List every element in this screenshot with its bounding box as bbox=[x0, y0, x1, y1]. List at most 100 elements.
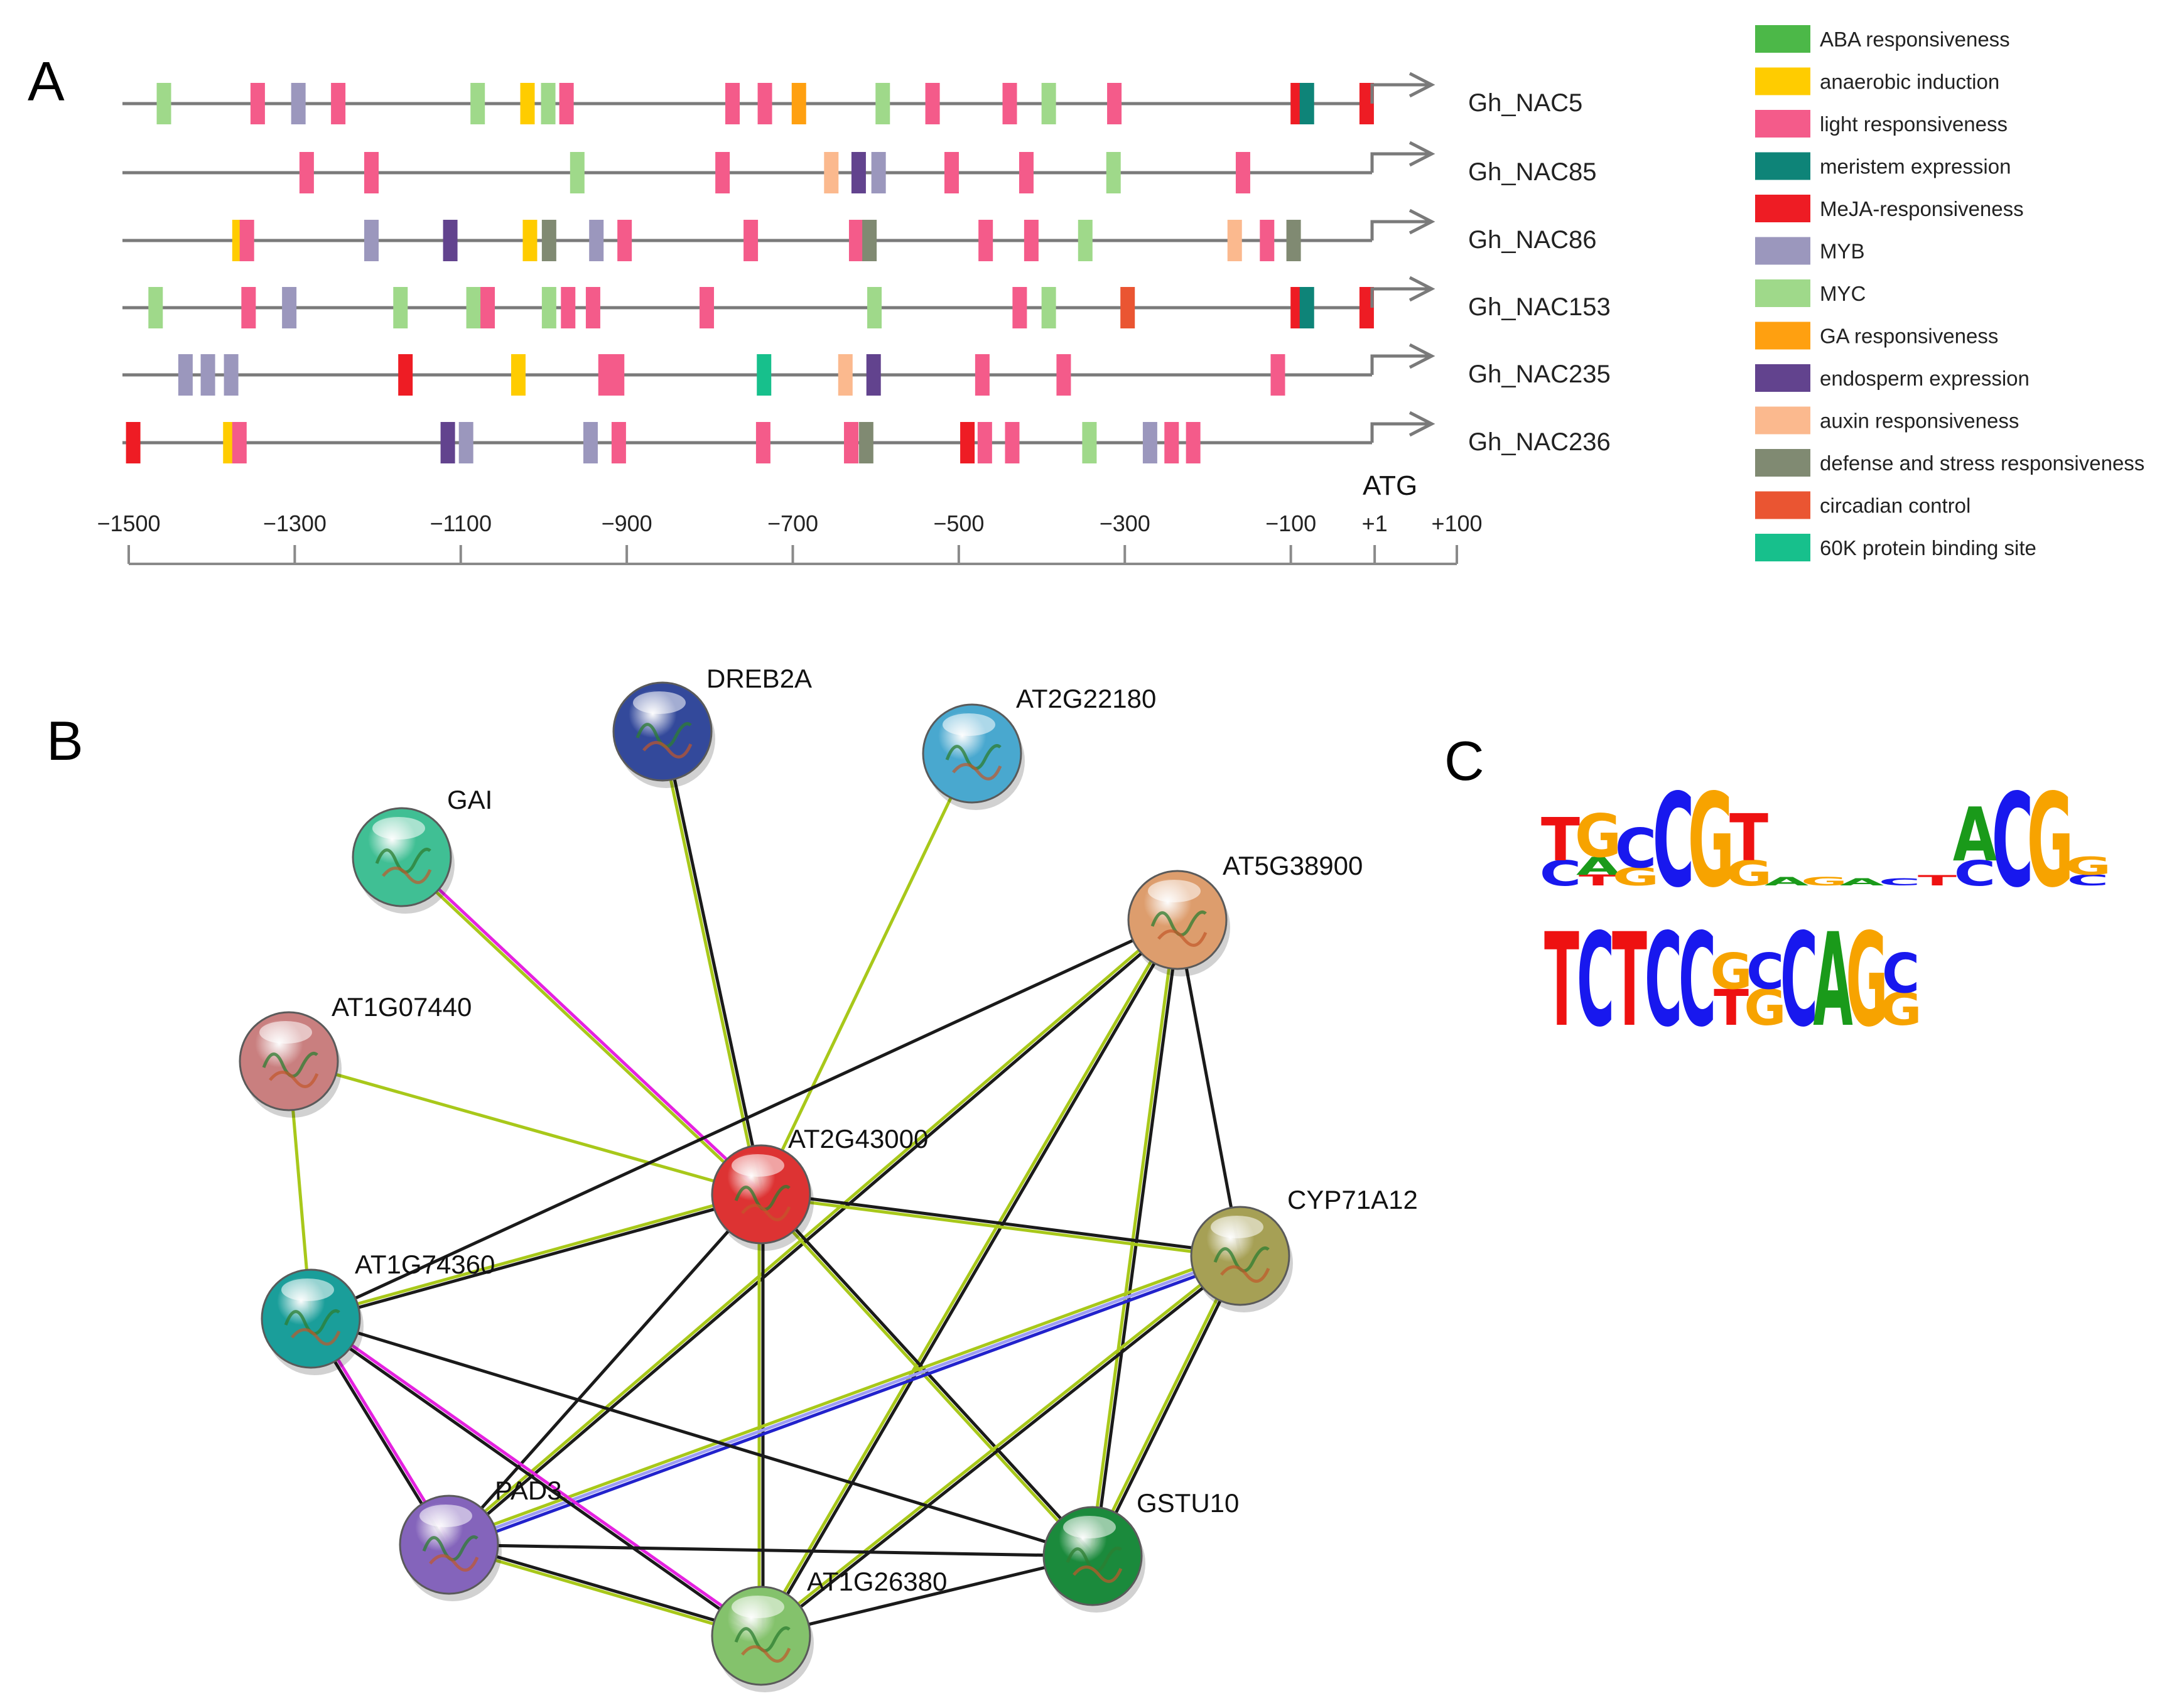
legend-swatch bbox=[1755, 322, 1810, 350]
cis-element-light bbox=[250, 83, 265, 124]
cis-element-light bbox=[331, 83, 346, 124]
logo-letter-C: C bbox=[1645, 905, 1682, 1056]
network-node[interactable]: GAI bbox=[352, 785, 492, 914]
cis-element-myb bbox=[200, 354, 215, 396]
cis-element-light bbox=[1012, 287, 1027, 328]
legend-label: endosperm expression bbox=[1820, 367, 2030, 390]
cis-element-myc bbox=[466, 287, 481, 328]
cis-element-meja bbox=[126, 422, 141, 463]
logo-letter-C: C bbox=[1780, 905, 1818, 1056]
axis-tick-label: −1300 bbox=[263, 511, 327, 536]
cis-element-light bbox=[232, 422, 247, 463]
cis-element-light bbox=[1024, 220, 1039, 261]
protein-structure-icon bbox=[429, 1554, 479, 1572]
cis-element-meristem bbox=[1299, 83, 1314, 124]
gene-label: Gh_NAC236 bbox=[1468, 428, 1611, 456]
logo-letter-G: G bbox=[2065, 851, 2112, 880]
gene-track: Gh_NAC235 bbox=[122, 343, 1611, 396]
logo-letter-C: C bbox=[1615, 817, 1657, 880]
logo-letter-T: T bbox=[1729, 801, 1768, 876]
legend-label: ABA responsiveness bbox=[1820, 28, 2010, 51]
gene-tracks: Gh_NAC5Gh_NAC85Gh_NAC86Gh_NAC153Gh_NAC23… bbox=[122, 72, 1611, 463]
cis-element-light bbox=[1235, 152, 1250, 193]
cis-element-light bbox=[844, 422, 859, 463]
tss-arrow bbox=[1370, 422, 1429, 443]
legend-item: MeJA-responsiveness bbox=[1755, 195, 2024, 222]
network-node[interactable]: AT1G26380 bbox=[711, 1567, 947, 1692]
node-label: AT1G07440 bbox=[332, 992, 472, 1022]
panel-c-letter: C bbox=[1444, 730, 1484, 792]
gene-label: Gh_NAC5 bbox=[1468, 89, 1582, 117]
network-node[interactable]: PAD3 bbox=[399, 1476, 562, 1601]
logo-letter-A: A bbox=[1953, 791, 1997, 878]
legend-label: circadian control bbox=[1820, 494, 1970, 517]
gene-track: Gh_NAC153 bbox=[122, 276, 1611, 328]
network-node[interactable]: DREB2A bbox=[612, 664, 812, 788]
legend-swatch bbox=[1755, 364, 1810, 392]
legend-label: anaerobic induction bbox=[1820, 70, 1999, 94]
protein-structure-icon bbox=[1073, 1565, 1123, 1583]
logo-letter-C: C bbox=[1992, 767, 2034, 916]
legend-swatch bbox=[1755, 195, 1810, 222]
network-node[interactable]: AT2G43000 bbox=[711, 1124, 928, 1251]
cis-element-light bbox=[299, 152, 314, 193]
cis-element-myc bbox=[1106, 152, 1121, 193]
logo-letter-C: C bbox=[1679, 905, 1716, 1056]
network-node[interactable]: AT1G07440 bbox=[239, 992, 472, 1118]
cis-element-meja bbox=[960, 422, 975, 463]
cis-element-light bbox=[1260, 220, 1275, 261]
cis-element-myb bbox=[1142, 422, 1157, 463]
gene-track: Gh_NAC86 bbox=[122, 208, 1597, 261]
legend-label: meristem expression bbox=[1820, 155, 2011, 178]
edge-black bbox=[448, 919, 1181, 1548]
axis-tick-label: −1500 bbox=[97, 511, 160, 536]
cis-element-light bbox=[975, 354, 990, 396]
cis-element-myc bbox=[1082, 422, 1097, 463]
cis-element-myb bbox=[589, 220, 604, 261]
cis-element-light bbox=[480, 287, 495, 328]
legend-label: GA responsiveness bbox=[1820, 325, 1998, 348]
edge-black bbox=[760, 1255, 1243, 1639]
node-highlight bbox=[1148, 880, 1201, 902]
edge-green bbox=[446, 917, 1178, 1545]
edge-green bbox=[287, 1059, 763, 1196]
logo-letter-A: A bbox=[1840, 877, 1884, 888]
edge-green bbox=[308, 1191, 762, 1319]
protein-structure-icon bbox=[291, 1328, 341, 1346]
network-node[interactable]: AT2G22180 bbox=[922, 684, 1156, 810]
cis-element-myc bbox=[1041, 287, 1056, 328]
edge-black bbox=[761, 919, 1181, 1639]
network-node[interactable]: CYP71A12 bbox=[1190, 1185, 1418, 1312]
network-node[interactable]: AT5G38900 bbox=[1127, 851, 1363, 976]
cis-element-myc bbox=[156, 83, 171, 124]
cis-element-light bbox=[1005, 422, 1020, 463]
gene-label: Gh_NAC86 bbox=[1468, 226, 1597, 254]
cis-element-light bbox=[611, 422, 626, 463]
cis-element-light bbox=[1186, 422, 1201, 463]
cis-element-myc bbox=[541, 83, 556, 124]
node-label: AT5G38900 bbox=[1223, 851, 1363, 880]
edge-black bbox=[759, 1191, 1242, 1256]
edge-lavender bbox=[447, 1254, 1242, 1547]
logo-letter-C: C bbox=[1879, 877, 1921, 888]
legend-swatch bbox=[1755, 110, 1810, 138]
cis-element-circadian bbox=[1120, 287, 1135, 328]
logo-letter-G: G bbox=[1688, 767, 1735, 916]
legend-item: MYC bbox=[1755, 279, 1866, 307]
cis-element-light bbox=[757, 83, 772, 124]
legend-label: MYC bbox=[1820, 282, 1866, 305]
logo-letter-T: T bbox=[1579, 872, 1618, 889]
network-node[interactable]: AT1G74360 bbox=[261, 1250, 495, 1375]
logo-letter-C: C bbox=[1540, 853, 1582, 894]
network-node[interactable]: GSTU10 bbox=[1042, 1488, 1239, 1613]
axis-tick-label: +1 bbox=[1362, 511, 1388, 536]
cis-element-light bbox=[725, 83, 740, 124]
cis-element-meja bbox=[1359, 287, 1374, 328]
legend-item: defense and stress responsiveness bbox=[1755, 449, 2144, 477]
legend-label: MeJA-responsiveness bbox=[1820, 197, 2024, 220]
gene-track: Gh_NAC236 bbox=[122, 411, 1611, 463]
gene-label: Gh_NAC235 bbox=[1468, 360, 1611, 388]
